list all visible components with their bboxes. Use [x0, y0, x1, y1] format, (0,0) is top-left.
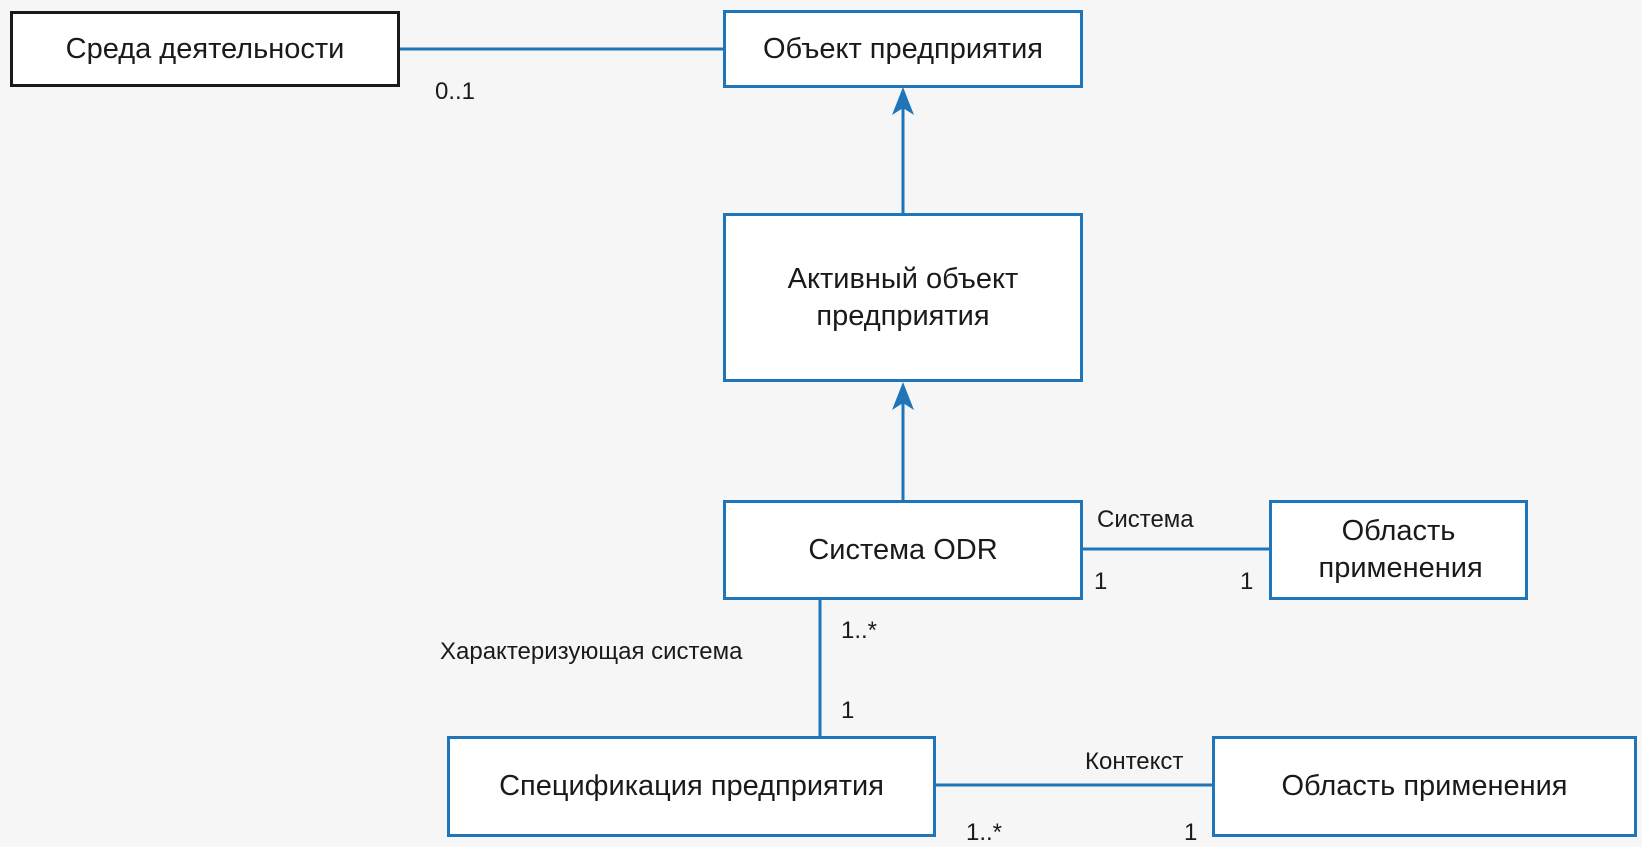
odr-system-label: Система ODR — [808, 533, 998, 566]
multiplicity-spec-top: 1 — [841, 697, 855, 724]
odr-system-box: Система ODR — [723, 500, 1083, 600]
enterprise-specification-box: Спецификация предприятия — [447, 736, 936, 837]
scope-bottom-label: Область применения — [1281, 770, 1568, 802]
active-enterprise-object-label: Активный объект предприятия — [787, 262, 1019, 332]
inheritance-arrowhead-upper — [892, 87, 914, 115]
enterprise-specification-label: Спецификация предприятия — [499, 770, 884, 802]
multiplicity-odr-scope-right: 1 — [1240, 568, 1254, 595]
multiplicity-odr-scope-left: 1 — [1094, 568, 1108, 595]
multiplicity-spec-left: 1..* — [966, 819, 1003, 846]
activity-environment-box: Среда деятельности — [10, 11, 400, 87]
scope-right-label: Область применения — [1318, 515, 1483, 584]
enterprise-object-label: Объект предприятия — [763, 32, 1043, 65]
multiplicity-odr-top: 1..* — [841, 617, 878, 644]
scope-right-box: Область применения — [1269, 500, 1528, 600]
association-label-system: Система — [1097, 506, 1194, 533]
multiplicity-scope-bottom: 1 — [1184, 819, 1198, 846]
activity-environment-label: Среда деятельности — [65, 32, 345, 65]
enterprise-object-box: Объект предприятия — [723, 10, 1083, 88]
association-label-context: Контекст — [1085, 748, 1184, 775]
multiplicity-environment: 0..1 — [435, 78, 476, 105]
scope-bottom-box: Область применения — [1212, 736, 1637, 837]
active-enterprise-object-box: Активный объект предприятия — [723, 213, 1083, 382]
inheritance-arrowhead-lower — [892, 382, 914, 410]
association-label-characterizing: Характеризующая система — [440, 638, 743, 665]
